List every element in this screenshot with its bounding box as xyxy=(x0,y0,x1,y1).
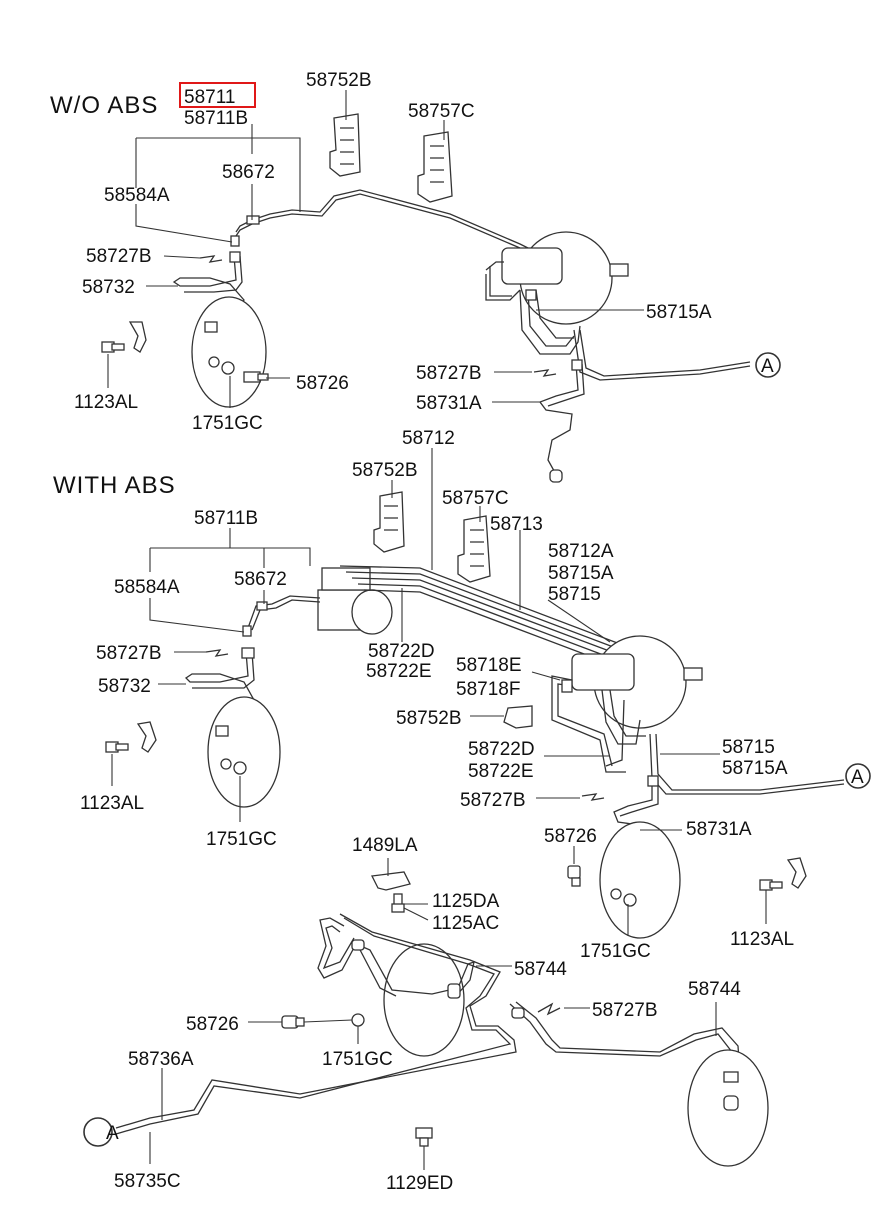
abs-clip-58752b-middle xyxy=(503,705,533,729)
abs-union-58584a xyxy=(242,625,252,637)
label-1123al: 1123AL xyxy=(80,793,144,814)
label-1123al: 1123AL xyxy=(730,929,794,950)
wo-master-cylinder xyxy=(501,247,563,285)
label-58715a: 58715A xyxy=(722,758,788,779)
label-58722e: 58722E xyxy=(468,761,534,782)
wo-clip-58727b-right xyxy=(533,369,557,377)
label-58722e: 58722E xyxy=(366,661,432,682)
label-58757c: 58757C xyxy=(408,101,475,122)
label-58715: 58715 xyxy=(722,737,775,758)
wo-front-left-disc xyxy=(191,296,267,408)
label-58752b: 58752B xyxy=(352,460,418,481)
label-58672: 58672 xyxy=(234,569,287,590)
rear-connector-a xyxy=(83,1117,113,1147)
label-58736a: 58736A xyxy=(128,1049,194,1070)
wo-washer-1751gc xyxy=(221,361,235,375)
wo-clip-58752b xyxy=(329,113,361,177)
label-58712a: 58712A xyxy=(548,541,614,562)
label-1751gc: 1751GC xyxy=(322,1049,393,1070)
label-58744: 58744 xyxy=(514,959,567,980)
label-58727b: 58727B xyxy=(96,643,162,664)
abs-clip-58752b xyxy=(373,491,405,553)
wo-union-58584a xyxy=(230,235,240,247)
label-1125ac: 1125AC xyxy=(432,913,499,934)
label-58711-highlighted: 58711 xyxy=(184,87,235,108)
wo-clip-58727b-left xyxy=(199,255,223,263)
label-58732: 58732 xyxy=(82,277,135,298)
label-1125da: 1125DA xyxy=(432,891,500,912)
label-58726: 58726 xyxy=(186,1014,239,1035)
label-58735c: 58735C xyxy=(114,1171,181,1192)
rear-left-disc xyxy=(383,943,465,1057)
rear-tube-main xyxy=(115,913,517,1129)
label-58713: 58713 xyxy=(490,514,543,535)
label-58727b: 58727B xyxy=(592,1000,658,1021)
abs-clip-58757c xyxy=(457,515,491,583)
label-58727b: 58727B xyxy=(416,363,482,384)
label-58584a: 58584A xyxy=(114,577,180,598)
label-58711b: 58711B xyxy=(194,508,258,529)
label-58718f: 58718F xyxy=(456,679,520,700)
rear-leaders xyxy=(149,858,717,1170)
label-58722d: 58722D xyxy=(368,641,435,662)
wo-abs-leaders xyxy=(107,90,644,408)
label-1129ed: 1129ED xyxy=(386,1173,453,1194)
highlight-box-58711 xyxy=(179,82,256,108)
section-title-wo-abs: W/O ABS xyxy=(50,92,158,119)
label-58722d: 58722D xyxy=(468,739,535,760)
label-58732: 58732 xyxy=(98,676,151,697)
label-1751gc: 1751GC xyxy=(206,829,277,850)
label-58726: 58726 xyxy=(544,826,597,847)
label-58757c: 58757C xyxy=(442,488,509,509)
label-58711b: 58711B xyxy=(184,108,248,129)
label-58727b: 58727B xyxy=(86,246,152,267)
label-58731a: 58731A xyxy=(416,393,482,414)
abs-bolt-58726 xyxy=(567,865,581,879)
label-58726: 58726 xyxy=(296,373,349,394)
label-58584a: 58584A xyxy=(104,185,170,206)
label-58744: 58744 xyxy=(688,979,741,1000)
wo-abs-assembly: A xyxy=(101,113,781,483)
label-58727b: 58727B xyxy=(460,790,526,811)
abs-connector-58672 xyxy=(256,601,268,611)
label-58715a: 58715A xyxy=(548,563,614,584)
abs-front-right-disc xyxy=(599,821,681,939)
with-abs-assembly: A xyxy=(105,491,871,939)
label-58715a: 58715A xyxy=(646,302,712,323)
rear-assembly: A xyxy=(83,871,769,1167)
wo-front-tube xyxy=(235,189,533,251)
rear-washer-1751gc xyxy=(351,1013,365,1027)
label-58718e: 58718E xyxy=(456,655,522,676)
wo-hose-58731a xyxy=(538,363,579,479)
label-58712: 58712 xyxy=(402,428,455,449)
label-1489la: 1489LA xyxy=(352,835,418,856)
label-58731a: 58731A xyxy=(686,819,752,840)
section-title-with-abs: WITH ABS xyxy=(53,472,176,499)
wo-connector-58672 xyxy=(246,215,260,225)
rear-label-a: A xyxy=(106,1123,119,1144)
wo-clip-58757c xyxy=(417,131,453,203)
abs-front-left-disc xyxy=(207,696,281,808)
label-1751gc: 1751GC xyxy=(192,413,263,434)
abs-line-bundle xyxy=(339,565,621,645)
rear-bracket-1489la xyxy=(371,871,411,891)
label-58752b: 58752B xyxy=(396,708,462,729)
wo-line-58715a xyxy=(519,289,581,355)
abs-master-cylinder xyxy=(571,653,635,691)
label-58752b: 58752B xyxy=(306,70,372,91)
label-58672: 58672 xyxy=(222,162,275,183)
label-1123al: 1123AL xyxy=(74,392,138,413)
with-abs-leaders xyxy=(111,448,767,936)
label-58715: 58715 xyxy=(548,584,601,605)
abs-connector-a xyxy=(845,763,871,789)
abs-label-a: A xyxy=(851,767,864,788)
wo-connector-a xyxy=(755,352,781,378)
wo-bracket xyxy=(128,321,147,353)
label-1751gc: 1751GC xyxy=(580,941,651,962)
rear-bolt-1129ed xyxy=(415,1127,433,1139)
wo-label-a: A xyxy=(761,356,774,377)
